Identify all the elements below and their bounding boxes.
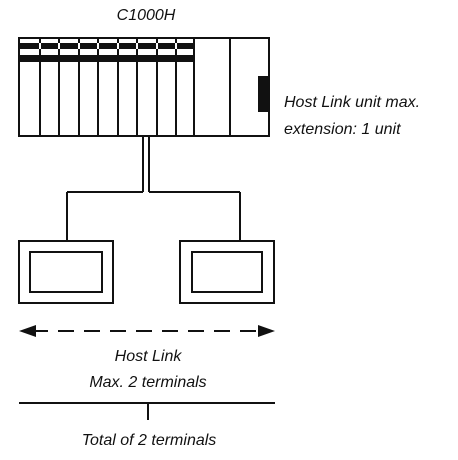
host-link-port [258,76,269,112]
total-label: Total of 2 terminals [81,432,217,449]
link-label-line2: Max. 2 terminals [89,374,207,391]
terminal-1 [18,240,114,304]
cable-split [66,191,241,241]
cable-trunk [142,136,150,192]
plc-rack [18,37,270,137]
terminal-2 [179,240,275,304]
link-range-arrow [19,325,275,337]
link-label-line1: Host Link [114,348,182,365]
slot-header-bars [19,43,194,62]
slot-header-gaps [39,43,177,49]
host-link-note-line1: Host Link unit max. [284,94,421,111]
total-bracket [19,402,275,420]
plc-label: C1000H [116,7,176,24]
host-link-note-line2: extension: 1 unit [284,121,401,138]
